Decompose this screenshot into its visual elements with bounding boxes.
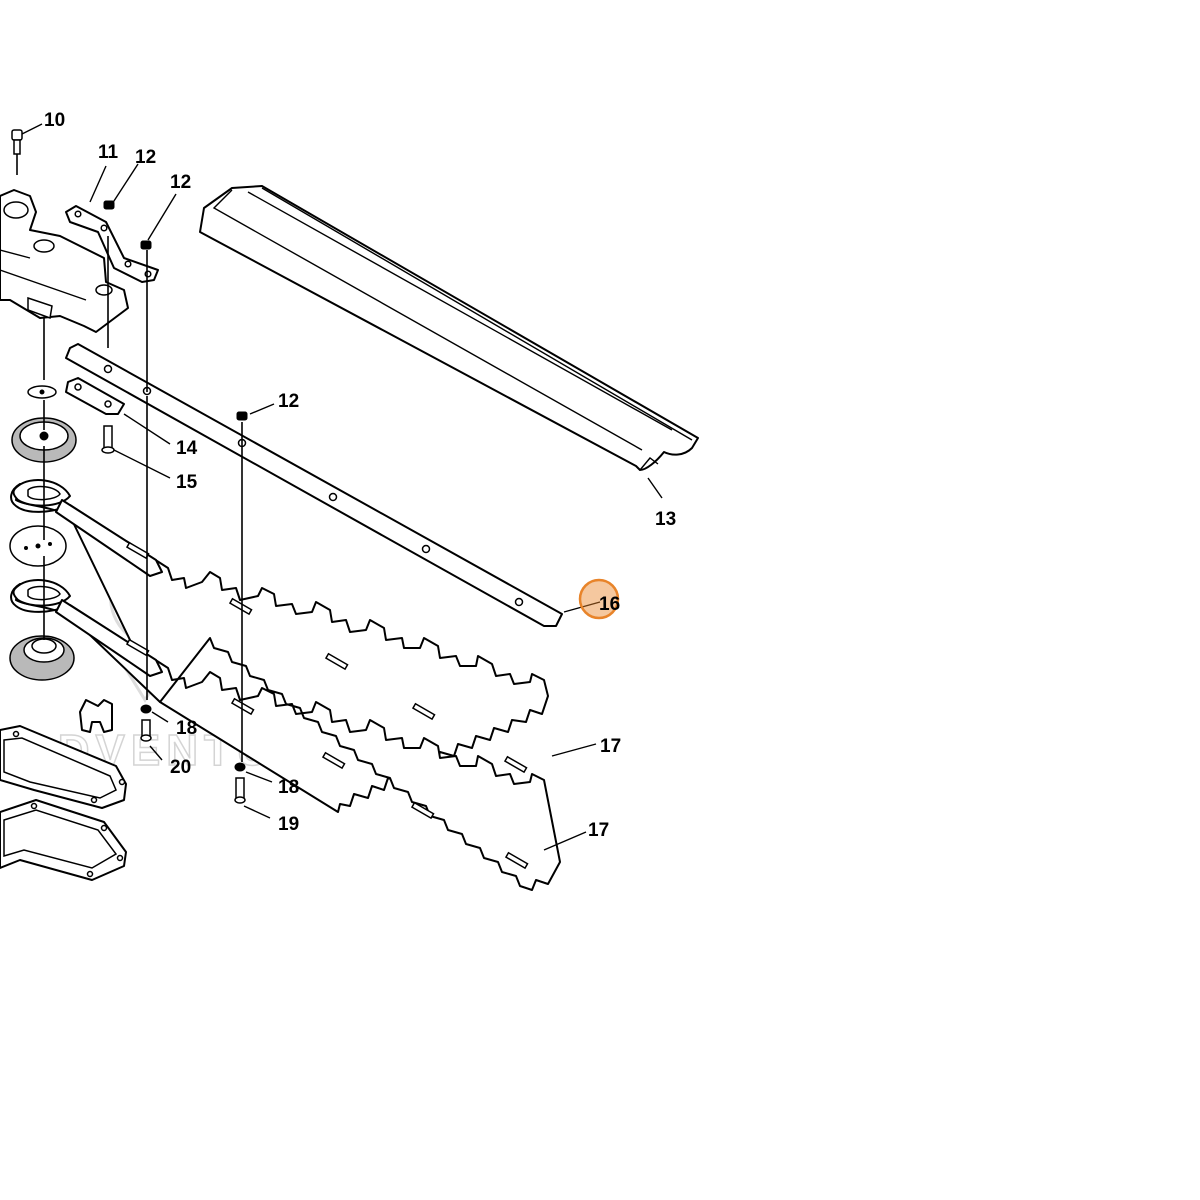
- gear-housing-part: [0, 189, 129, 333]
- callout-17-lower: 17: [588, 820, 609, 841]
- cutter-blade-lower-part: [10, 579, 561, 891]
- callout-12-middle: 12: [278, 391, 299, 412]
- callout-17-upper: 17: [600, 736, 621, 757]
- callout-12-upper-right: 12: [170, 172, 191, 193]
- washer-part-18b: [234, 762, 246, 772]
- blade-cover-part: [199, 185, 699, 471]
- highlight-marker: [578, 578, 620, 620]
- callout-14: 14: [176, 438, 198, 459]
- callout-13: 13: [655, 509, 676, 530]
- washer-part: [27, 385, 57, 399]
- callout-16: 16: [599, 594, 620, 615]
- gear-upper-part: [11, 417, 77, 463]
- screw-part-10: [11, 129, 23, 175]
- gasket-lower-part: [0, 799, 127, 881]
- screw-part-15: [101, 425, 115, 454]
- callout-18-left: 18: [176, 718, 197, 739]
- washer-part-18a: [140, 704, 152, 714]
- nut-part-12b: [140, 240, 152, 250]
- callout-20: 20: [170, 757, 191, 778]
- screw-part-19: [234, 777, 246, 804]
- callout-15: 15: [176, 472, 198, 493]
- gasket-upper-part: [0, 725, 127, 809]
- callout-18-right: 18: [278, 777, 299, 798]
- screw-part-20: [140, 719, 152, 742]
- callout-11: 11: [98, 142, 119, 163]
- callout-10: 10: [44, 110, 65, 131]
- nut-part-12c: [236, 411, 248, 421]
- gear-lower-part: [9, 635, 75, 681]
- nut-part-12a: [103, 200, 115, 210]
- disc-part: [9, 525, 67, 567]
- plate-part: [65, 377, 125, 415]
- callout-12-upper-left: 12: [135, 147, 156, 168]
- assembly-axes: [43, 236, 243, 762]
- bracket-part: [65, 205, 159, 283]
- clip-part: [79, 699, 113, 733]
- callout-19: 19: [278, 814, 299, 835]
